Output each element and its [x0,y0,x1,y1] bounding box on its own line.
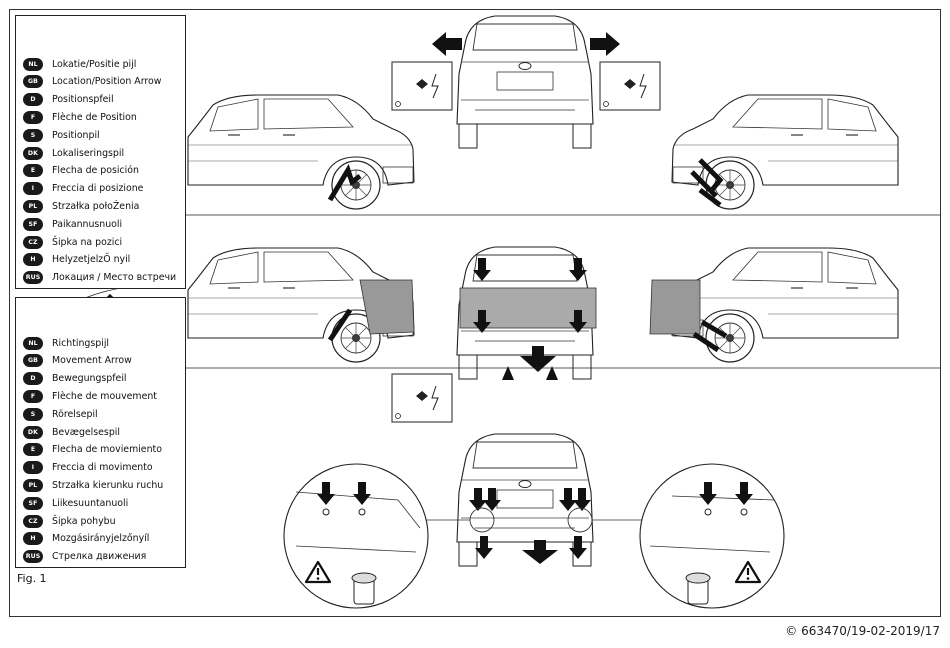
legend-entry: RUS Стрелка движения [23,549,146,565]
language-badge: CZ [23,514,43,528]
language-badge: H [23,253,43,267]
language-badge: F [23,110,43,124]
legend-entry-text: Lokatie/Positie pijl [52,58,137,70]
bumper-removed-area [359,279,415,335]
legend-entry-text: Paikannusnuoli [52,218,123,230]
detail-circle-left [283,463,429,609]
language-badge: H [23,532,43,546]
legend-entry-text: Richtingspijl [52,337,110,349]
legend-entry-text: Lokaliseringspil [52,147,125,159]
movement-arrows-row2 [327,258,728,380]
language-badge: E [23,443,43,457]
legend-entry-text: Liikesuuntanuoli [52,497,129,509]
language-badge: GB [23,354,43,368]
movement-arrows-row3 [469,488,591,564]
legend-entry: H Mozgásirányjelzőnyíl [23,531,149,547]
legend-entry-text: Location/Position Arrow [52,76,162,88]
legend-entry: GB Movement Arrow [23,353,132,369]
language-badge: SF [23,496,43,510]
legend-entry: RUS Локация / Место встречи [23,270,176,286]
legend-entry-text: Strzałka kierunku ruchu [52,479,164,491]
legend-entry: H HelyzetjelzŐ nyil [23,252,130,268]
legend-entry-text: Positionpil [52,129,100,141]
legend-entry-text: Flecha de posición [52,165,139,177]
language-badge: D [23,93,43,107]
detail-circle-right [639,463,785,609]
legend-entry: D Bewegungspfeil [23,371,127,387]
legend-entry-text: HelyzetjelzŐ nyil [52,254,131,266]
legend-entry-text: Flèche de mouvement [52,390,157,402]
legend-entry: NL Richtingspijl [23,335,109,351]
language-badge: PL [23,199,43,213]
legend-entry: I Freccia di posizione [23,181,143,197]
legend-entry-text: Flèche de Position [52,111,137,123]
language-badge: PL [23,478,43,492]
legend-entry-text: Локация / Место встречи [52,272,177,284]
language-badge: S [23,128,43,142]
language-badge: RUS [23,271,43,285]
legend-entry: SF Liikesuuntanuoli [23,495,128,511]
legend-entry: S Positionpil [23,127,100,143]
language-badge: GB [23,75,43,89]
legend-entry: DK Lokaliseringspil [23,145,124,161]
movement-arrows-row1 [327,32,724,207]
language-badge: RUS [23,550,43,564]
legend-entry: PL Strzałka połoŻenia [23,198,139,214]
legend-entry-text: Bevægelsespil [52,426,120,438]
legend-entry: CZ Šipka na pozici [23,234,122,250]
language-badge: NL [23,336,43,350]
legend-entry: D Positionspfeil [23,92,114,108]
legend-entry: DK Bevægelsespil [23,424,120,440]
language-badge: NL [23,57,43,71]
legend-entry: E Flecha de moviemiento [23,442,162,458]
language-badge: I [23,461,43,475]
legend-entry: NL Lokatie/Positie pijl [23,56,136,72]
language-badge: DK [23,146,43,160]
legend-entry: GB Location/Position Arrow [23,74,161,90]
language-badge: E [23,164,43,178]
language-badge: I [23,182,43,196]
language-badge: CZ [23,235,43,249]
language-badge: D [23,372,43,386]
legend-entry-text: Šipka na pozici [52,236,123,248]
legend-entry-text: Positionspfeil [52,94,114,106]
legend-entry: S Rörelsepil [23,406,98,422]
bumper-removed-area-left [649,279,701,335]
legend-entry: I Freccia di movimento [23,460,153,476]
legend-entry: E Flecha de posición [23,163,139,179]
legend-entry: F Flèche de Position [23,109,137,125]
legend-entry-text: Freccia di posizione [52,183,144,195]
legend-entry-text: Strzałka połoŻenia [52,200,140,212]
legend-entry-text: Freccia di movimento [52,462,153,474]
legend-entry: PL Strzałka kierunku ruchu [23,477,163,493]
legend-entry-text: Flecha de moviemiento [52,444,162,456]
legend-entry-text: Movement Arrow [52,355,132,367]
legend-entry-text: Стрелка движения [52,551,147,563]
figure-frame [9,9,941,617]
legend-entry-text: Bewegungspfeil [52,373,127,385]
legend-entry-text: Mozgásirányjelzőnyíl [52,533,150,545]
language-badge: DK [23,425,43,439]
language-badge: S [23,407,43,421]
legend-entry: F Flèche de mouvement [23,388,157,404]
figure-label: Fig. 1 [17,572,47,585]
legend-entry-text: Rörelsepil [52,408,98,420]
language-badge: F [23,389,43,403]
copyright-text: © 663470/19-02-2019/17 [785,624,940,638]
legend-entry: CZ Šipka pohybu [23,513,116,529]
legend-entry: SF Paikannusnuoli [23,216,122,232]
language-badge: SF [23,217,43,231]
legend-entry-text: Šipka pohybu [52,515,116,527]
